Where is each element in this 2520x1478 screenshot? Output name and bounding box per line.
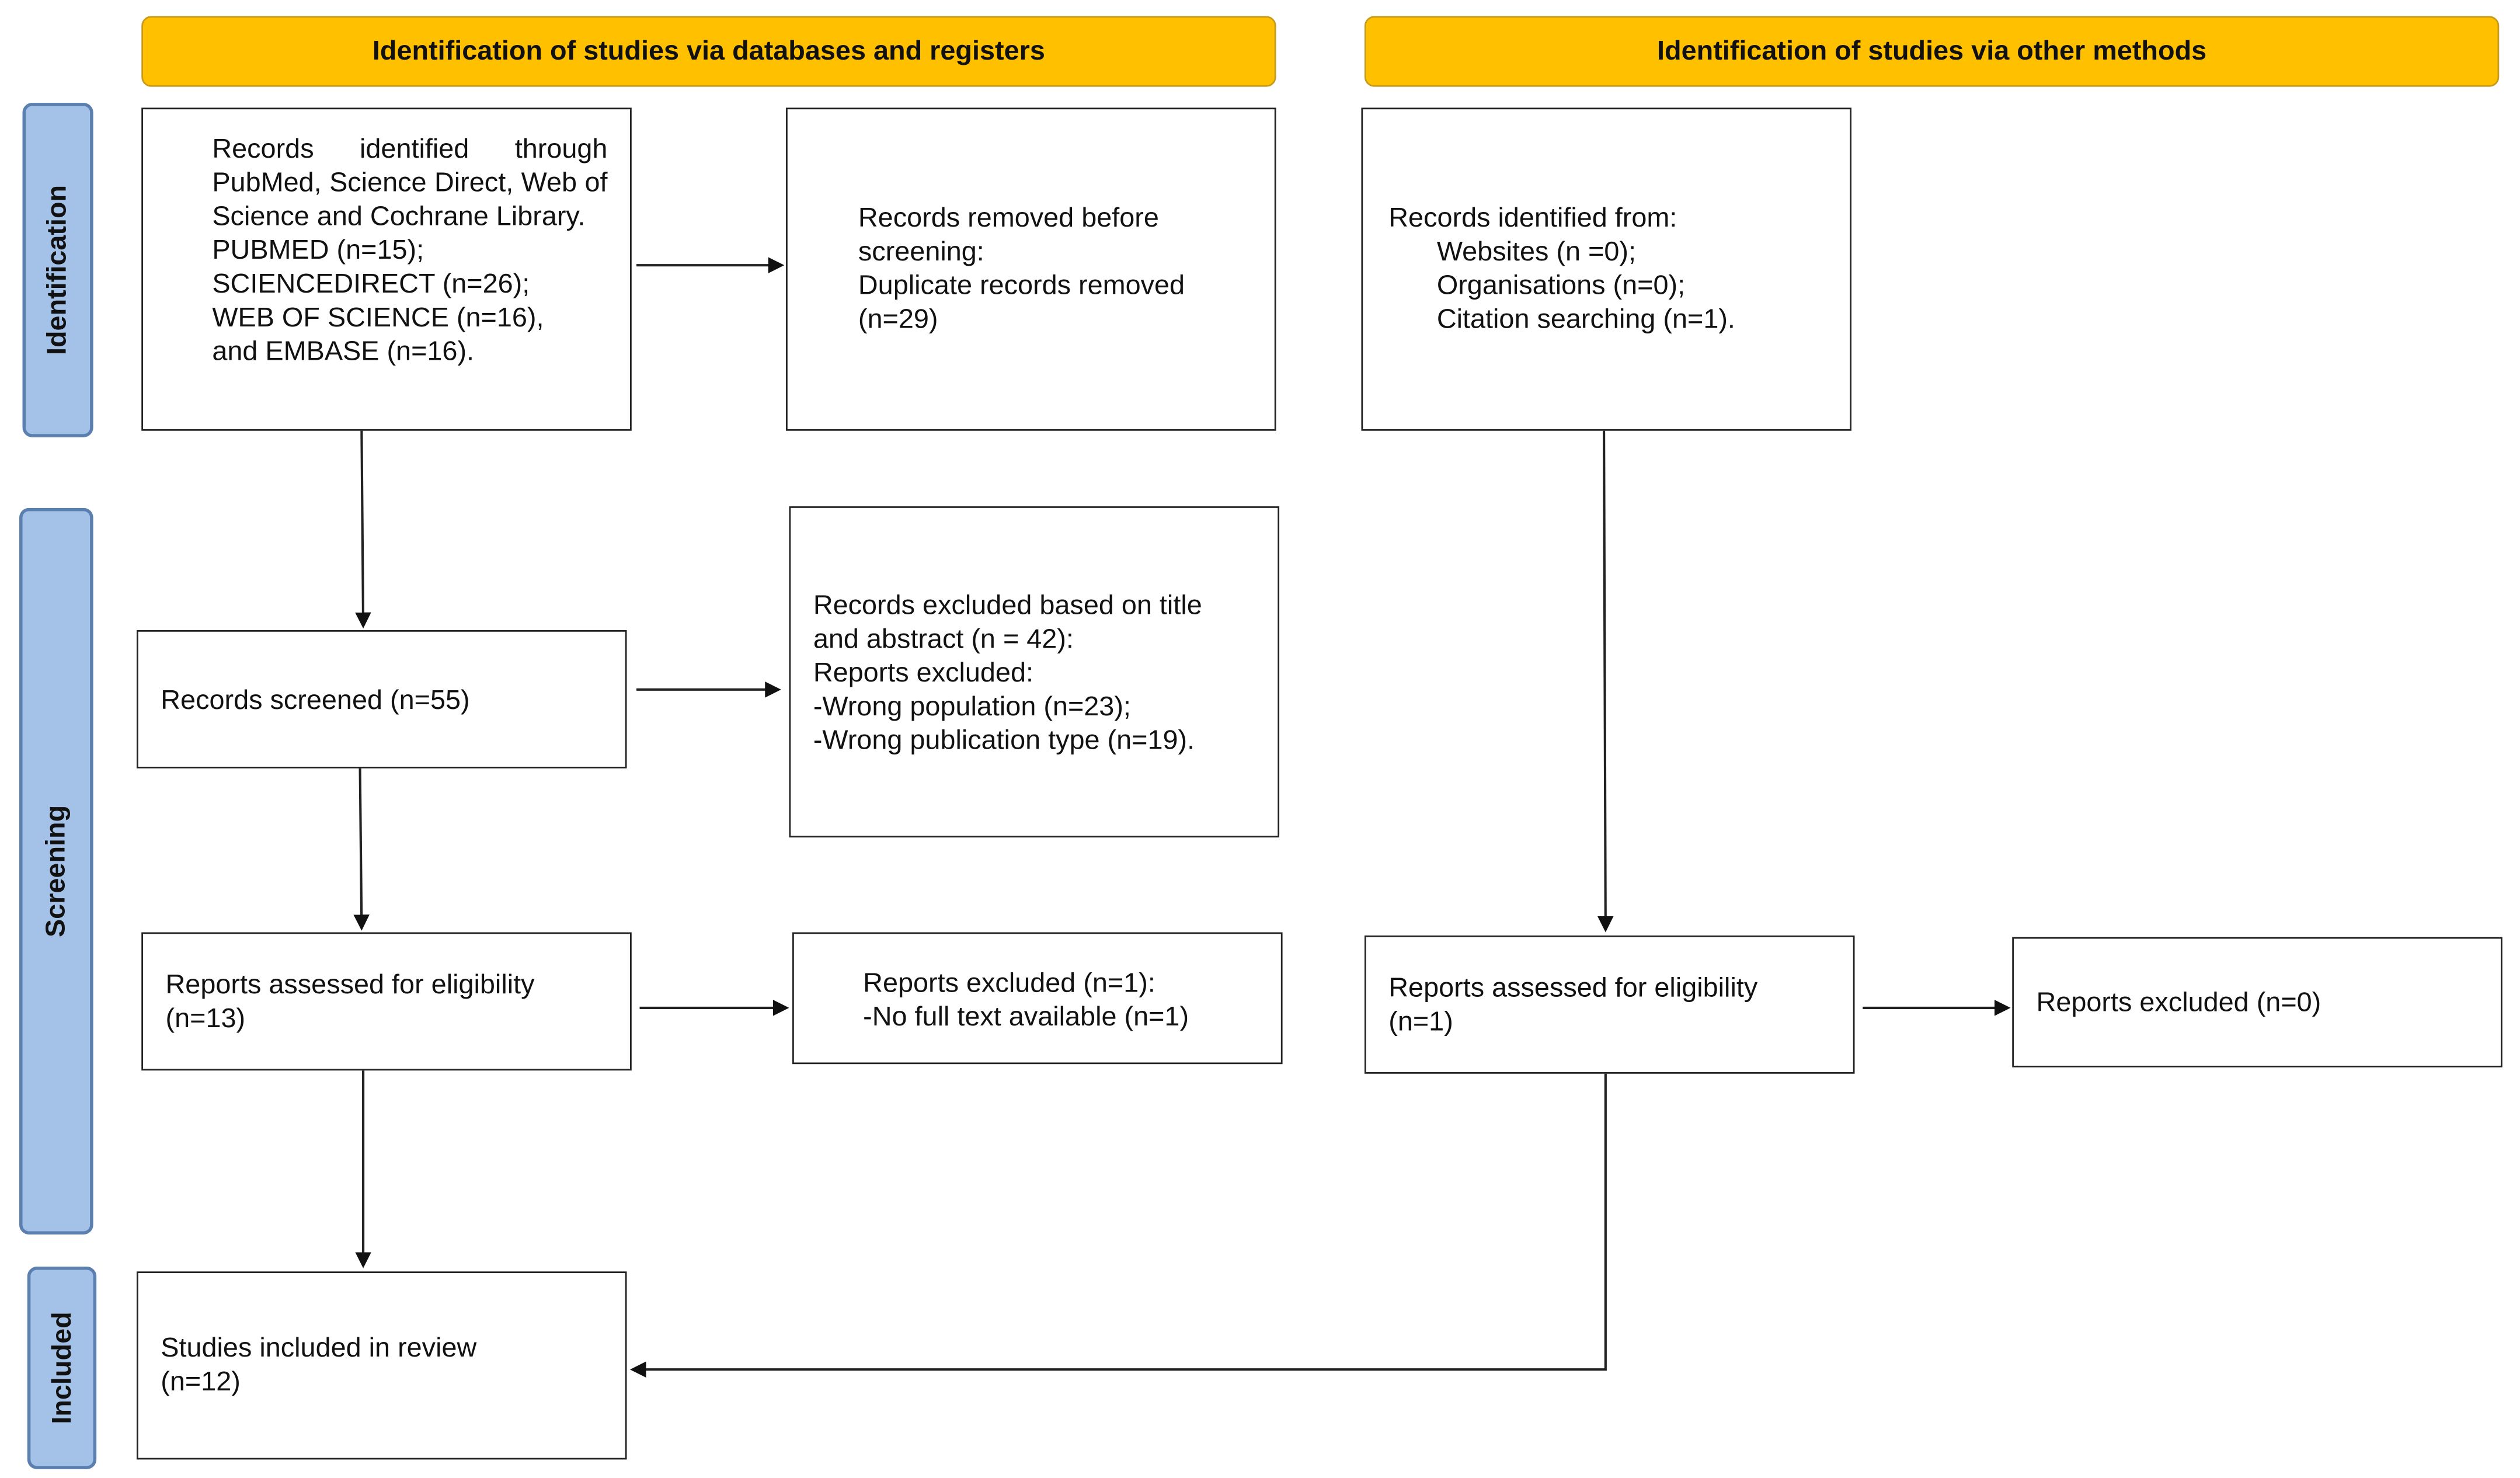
reports-excluded-db-line: Reports excluded (n=1): [863,968,1155,999]
records-excluded-line: and abstract (n = 42): [813,624,1074,655]
header-other-methods: Identification of studies via other meth… [1364,16,2500,87]
records-excluded-line: Records excluded based on title [813,590,1202,621]
reports-assessed-db-line: (n=13) [165,1003,246,1034]
records-identified-line: WEB OF SCIENCE (n=16), [212,302,544,333]
stage-screening: Screening [19,507,93,1234]
studies-included-line: (n=12) [161,1366,241,1397]
reports-assessed-other-box: Reports assessed for eligibility (n=1) [1364,936,1855,1074]
records-removed-line: Records removed before [858,202,1159,234]
records-removed-line: screening: [858,236,984,267]
reports-excluded-db-line: -No full text available (n=1) [863,1001,1189,1032]
records-identified-intro: Records identified through PubMed, Scien… [212,133,608,232]
reports-assessed-db-box: Reports assessed for eligibility (n=13) [141,932,632,1071]
arrow-other-assessed-to-included [630,1073,1607,1378]
records-removed-line: Duplicate records removed [858,270,1185,301]
stage-identification: Identification [22,103,93,437]
records-identified-line: and EMBASE (n=16). [212,336,475,367]
reports-excluded-other-text: Reports excluded (n=0) [2036,987,2321,1018]
header-other-label: Identification of studies via other meth… [1657,35,2207,66]
header-databases: Identification of studies via databases … [141,16,1276,87]
arrow-other-identified-to-assessed [1597,430,1614,933]
arrow-identified-to-screened [355,430,371,629]
records-excluded-box: Records excluded based on title and abst… [789,506,1280,838]
header-databases-label: Identification of studies via databases … [372,35,1045,66]
records-identified-box: Records identified through PubMed, Scien… [141,107,632,431]
records-identified-line: SCIENCEDIRECT (n=26); [212,268,530,299]
records-removed-line: (n=29) [858,304,938,335]
other-records-identified-box: Records identified from: Websites (n =0)… [1361,107,1851,431]
arrow-screened-to-assessed [353,768,370,931]
reports-assessed-other-line: Reports assessed for eligibility [1388,972,1758,1003]
other-records-title: Records identified from: [1388,202,1677,234]
studies-included-box: Studies included in review (n=12) [136,1271,627,1460]
reports-excluded-other-box: Reports excluded (n=0) [2012,937,2502,1067]
records-screened-text: Records screened (n=55) [161,684,470,715]
records-excluded-line: Reports excluded: [813,657,1034,688]
reports-assessed-db-line: Reports assessed for eligibility [165,969,535,1000]
records-excluded-line: -Wrong population (n=23); [813,691,1131,722]
records-screened-box: Records screened (n=55) [136,630,627,768]
records-identified-line: PUBMED (n=15); [212,234,424,266]
records-removed-box: Records removed before screening: Duplic… [786,107,1276,431]
other-records-line: Organisations (n=0); [1436,270,1686,301]
other-records-line: Citation searching (n=1). [1436,304,1735,335]
other-records-line: Websites (n =0); [1436,236,1636,267]
records-excluded-line: -Wrong publication type (n=19). [813,725,1195,756]
reports-excluded-db-box: Reports excluded (n=1): -No full text av… [792,932,1283,1065]
stage-included: Included [27,1267,97,1469]
studies-included-line: Studies included in review [161,1332,477,1364]
reports-assessed-other-line: (n=1) [1388,1006,1453,1037]
